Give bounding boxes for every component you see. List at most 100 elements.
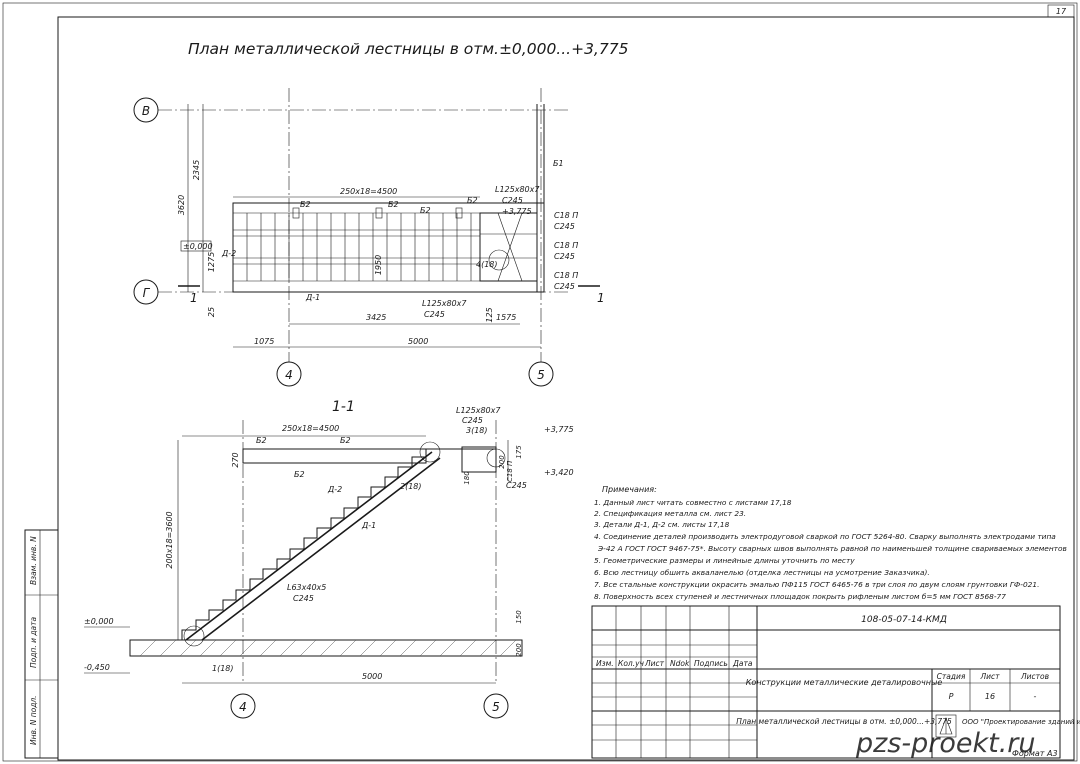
svg-text:С18 П: С18 П [554, 271, 578, 280]
svg-text:Б2: Б2 [388, 200, 399, 209]
tb-project: Конструкции металлические деталировочные [746, 678, 943, 687]
notes-heading: Примечания: [602, 485, 657, 494]
tb-header-ndok: Ndok [670, 659, 690, 668]
svg-text:200х18=3600: 200х18=3600 [165, 511, 174, 568]
note-3: 3. Детали Д-1, Д-2 см. листы 17,18 [594, 520, 730, 529]
svg-text:Д-2: Д-2 [221, 249, 236, 258]
svg-text:Подп. и дата: Подп. и дата [29, 617, 38, 668]
svg-text:1: 1 [597, 291, 605, 305]
svg-text:5: 5 [537, 368, 545, 382]
svg-text:Взам. инв. N: Взам. инв. N [29, 536, 38, 585]
plan-view: В Г 4 5 [133, 88, 605, 387]
axis-marker-row-top: В [133, 97, 159, 123]
watermark: pzs-proekt.ru [855, 728, 1036, 759]
svg-text:4: 4 [239, 700, 247, 714]
side-stamp: Взам. инв. N Подп. и дата Инв. N подл. [24, 529, 59, 759]
svg-text:С18 П: С18 П [506, 460, 514, 482]
svg-text:3(18): 3(18) [466, 426, 488, 435]
svg-text:200: 200 [515, 643, 523, 657]
svg-text:С245: С245 [506, 481, 527, 490]
svg-text:Д-1: Д-1 [361, 521, 376, 530]
svg-text:2345: 2345 [192, 160, 201, 180]
inner-frame [57, 16, 1075, 761]
axis-marker-col-left-plan: 4 [276, 361, 302, 387]
svg-text:Б2: Б2 [300, 200, 311, 209]
axis-marker-col-right-plan: 5 [528, 361, 554, 387]
svg-text:С245: С245 [462, 416, 483, 425]
plan-treads [246, 213, 472, 281]
note-4: 4. Соединение деталей производить электр… [594, 532, 1056, 541]
svg-text:С245: С245 [554, 222, 575, 231]
tb-header-data: Дата [732, 659, 753, 668]
notes-block: Примечания: 1. Данный лист читать совмес… [594, 485, 1067, 601]
svg-text:3620: 3620 [177, 195, 186, 215]
title-block: Изм. Кол.уч Лист Ndok Подпись Дата 108-0… [591, 605, 1080, 759]
svg-text:Б2: Б2 [340, 436, 351, 445]
note-4b: Э-42 А ГОСТ ГОСТ 9467-75*. Высоту сварны… [597, 544, 1067, 553]
tb-header-izm: Изм. [596, 659, 614, 668]
svg-text:L125х80х7: L125х80х7 [456, 406, 501, 415]
tb-sheets-header: Листов [1020, 672, 1049, 681]
svg-text:Б2: Б2 [294, 470, 305, 479]
sheet-number-box [1047, 4, 1075, 18]
svg-text:Г: Г [143, 286, 151, 300]
svg-text:Б2: Б2 [256, 436, 267, 445]
svg-text:+3,775: +3,775 [502, 207, 532, 216]
tb-sheet: 16 [985, 692, 995, 701]
axis-marker-row-bottom: Г [133, 279, 159, 305]
svg-text:В: В [142, 104, 150, 118]
axis-marker-col-left-section: 4 [230, 693, 256, 719]
svg-text:1950: 1950 [374, 255, 383, 275]
svg-text:150: 150 [515, 610, 523, 624]
svg-text:175: 175 [515, 445, 523, 459]
svg-text:4(18): 4(18) [476, 260, 498, 269]
section-view: 1-1 4 [84, 399, 574, 719]
svg-text:С245: С245 [293, 594, 314, 603]
svg-text:+3,420: +3,420 [544, 468, 574, 477]
tb-stage: Р [949, 692, 954, 701]
svg-text:Б1: Б1 [553, 159, 564, 168]
svg-text:С245: С245 [502, 196, 523, 205]
sheet-number: 17 [1056, 7, 1067, 16]
svg-text:5: 5 [492, 700, 500, 714]
tb-code: 108-05-07-14-КМД [861, 615, 947, 625]
tb-header-list: Лист [644, 659, 665, 668]
svg-text:5000: 5000 [408, 337, 428, 346]
svg-text:250х18=4500: 250х18=4500 [282, 424, 339, 433]
note-7: 7. Все стальные конструкции окрасить эма… [594, 580, 1039, 589]
svg-text:1: 1 [190, 291, 198, 305]
svg-text:С245: С245 [554, 282, 575, 291]
svg-text:С18 П: С18 П [554, 211, 578, 220]
svg-text:2(18): 2(18) [400, 482, 422, 491]
svg-text:5000: 5000 [362, 672, 382, 681]
tb-header-podpis: Подпись [694, 659, 728, 668]
svg-text:3425: 3425 [366, 313, 386, 322]
svg-text:Инв. N подл.: Инв. N подл. [29, 695, 38, 745]
svg-text:25: 25 [207, 307, 216, 317]
tb-sheet-header: Лист [979, 672, 1000, 681]
tb-stage-header: Стадия [937, 672, 966, 681]
svg-text:125: 125 [485, 307, 494, 322]
section-label: 1-1 [332, 399, 355, 415]
svg-text:С18 П: С18 П [554, 241, 578, 250]
plan-top-span: 250х18=4500 [340, 187, 397, 196]
svg-text:Б2: Б2 [467, 196, 478, 205]
company-seal-icon [935, 714, 957, 738]
drawing-title: План металлической лестницы в отм.±0,000… [188, 40, 628, 58]
svg-text:±0,000: ±0,000 [84, 617, 114, 626]
svg-text:1575: 1575 [496, 313, 516, 322]
tb-drawing-name: План металлической лестницы в отм. ±0,00… [736, 717, 952, 726]
svg-text:180: 180 [463, 471, 471, 485]
svg-text:1(18): 1(18) [212, 664, 234, 673]
note-5: 5. Геометрические размеры и линейные дли… [594, 556, 855, 565]
svg-text:L63х40х5: L63х40х5 [287, 583, 326, 592]
svg-text:4: 4 [285, 368, 293, 382]
tb-format: Формат А3 [1012, 749, 1058, 758]
svg-text:С245: С245 [554, 252, 575, 261]
svg-text:±0,000: ±0,000 [183, 242, 213, 251]
svg-text:-0,450: -0,450 [84, 663, 110, 672]
svg-text:Д-2: Д-2 [327, 485, 342, 494]
note-2: 2. Спецификация металла см. лист 23. [594, 509, 746, 518]
svg-text:С245: С245 [424, 310, 445, 319]
